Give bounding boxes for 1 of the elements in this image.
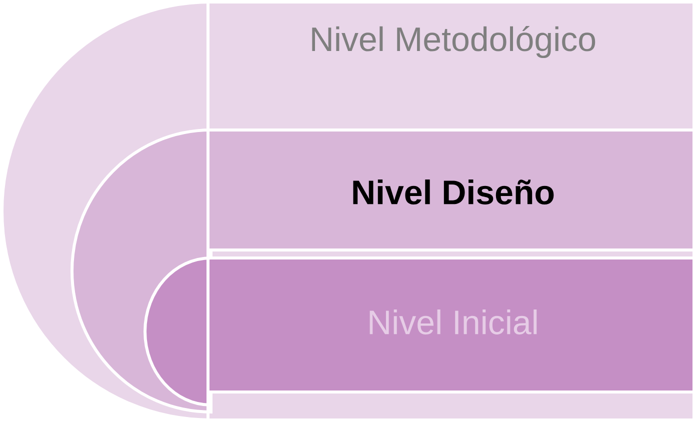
level-band: Nivel Inicial [144,256,696,406]
